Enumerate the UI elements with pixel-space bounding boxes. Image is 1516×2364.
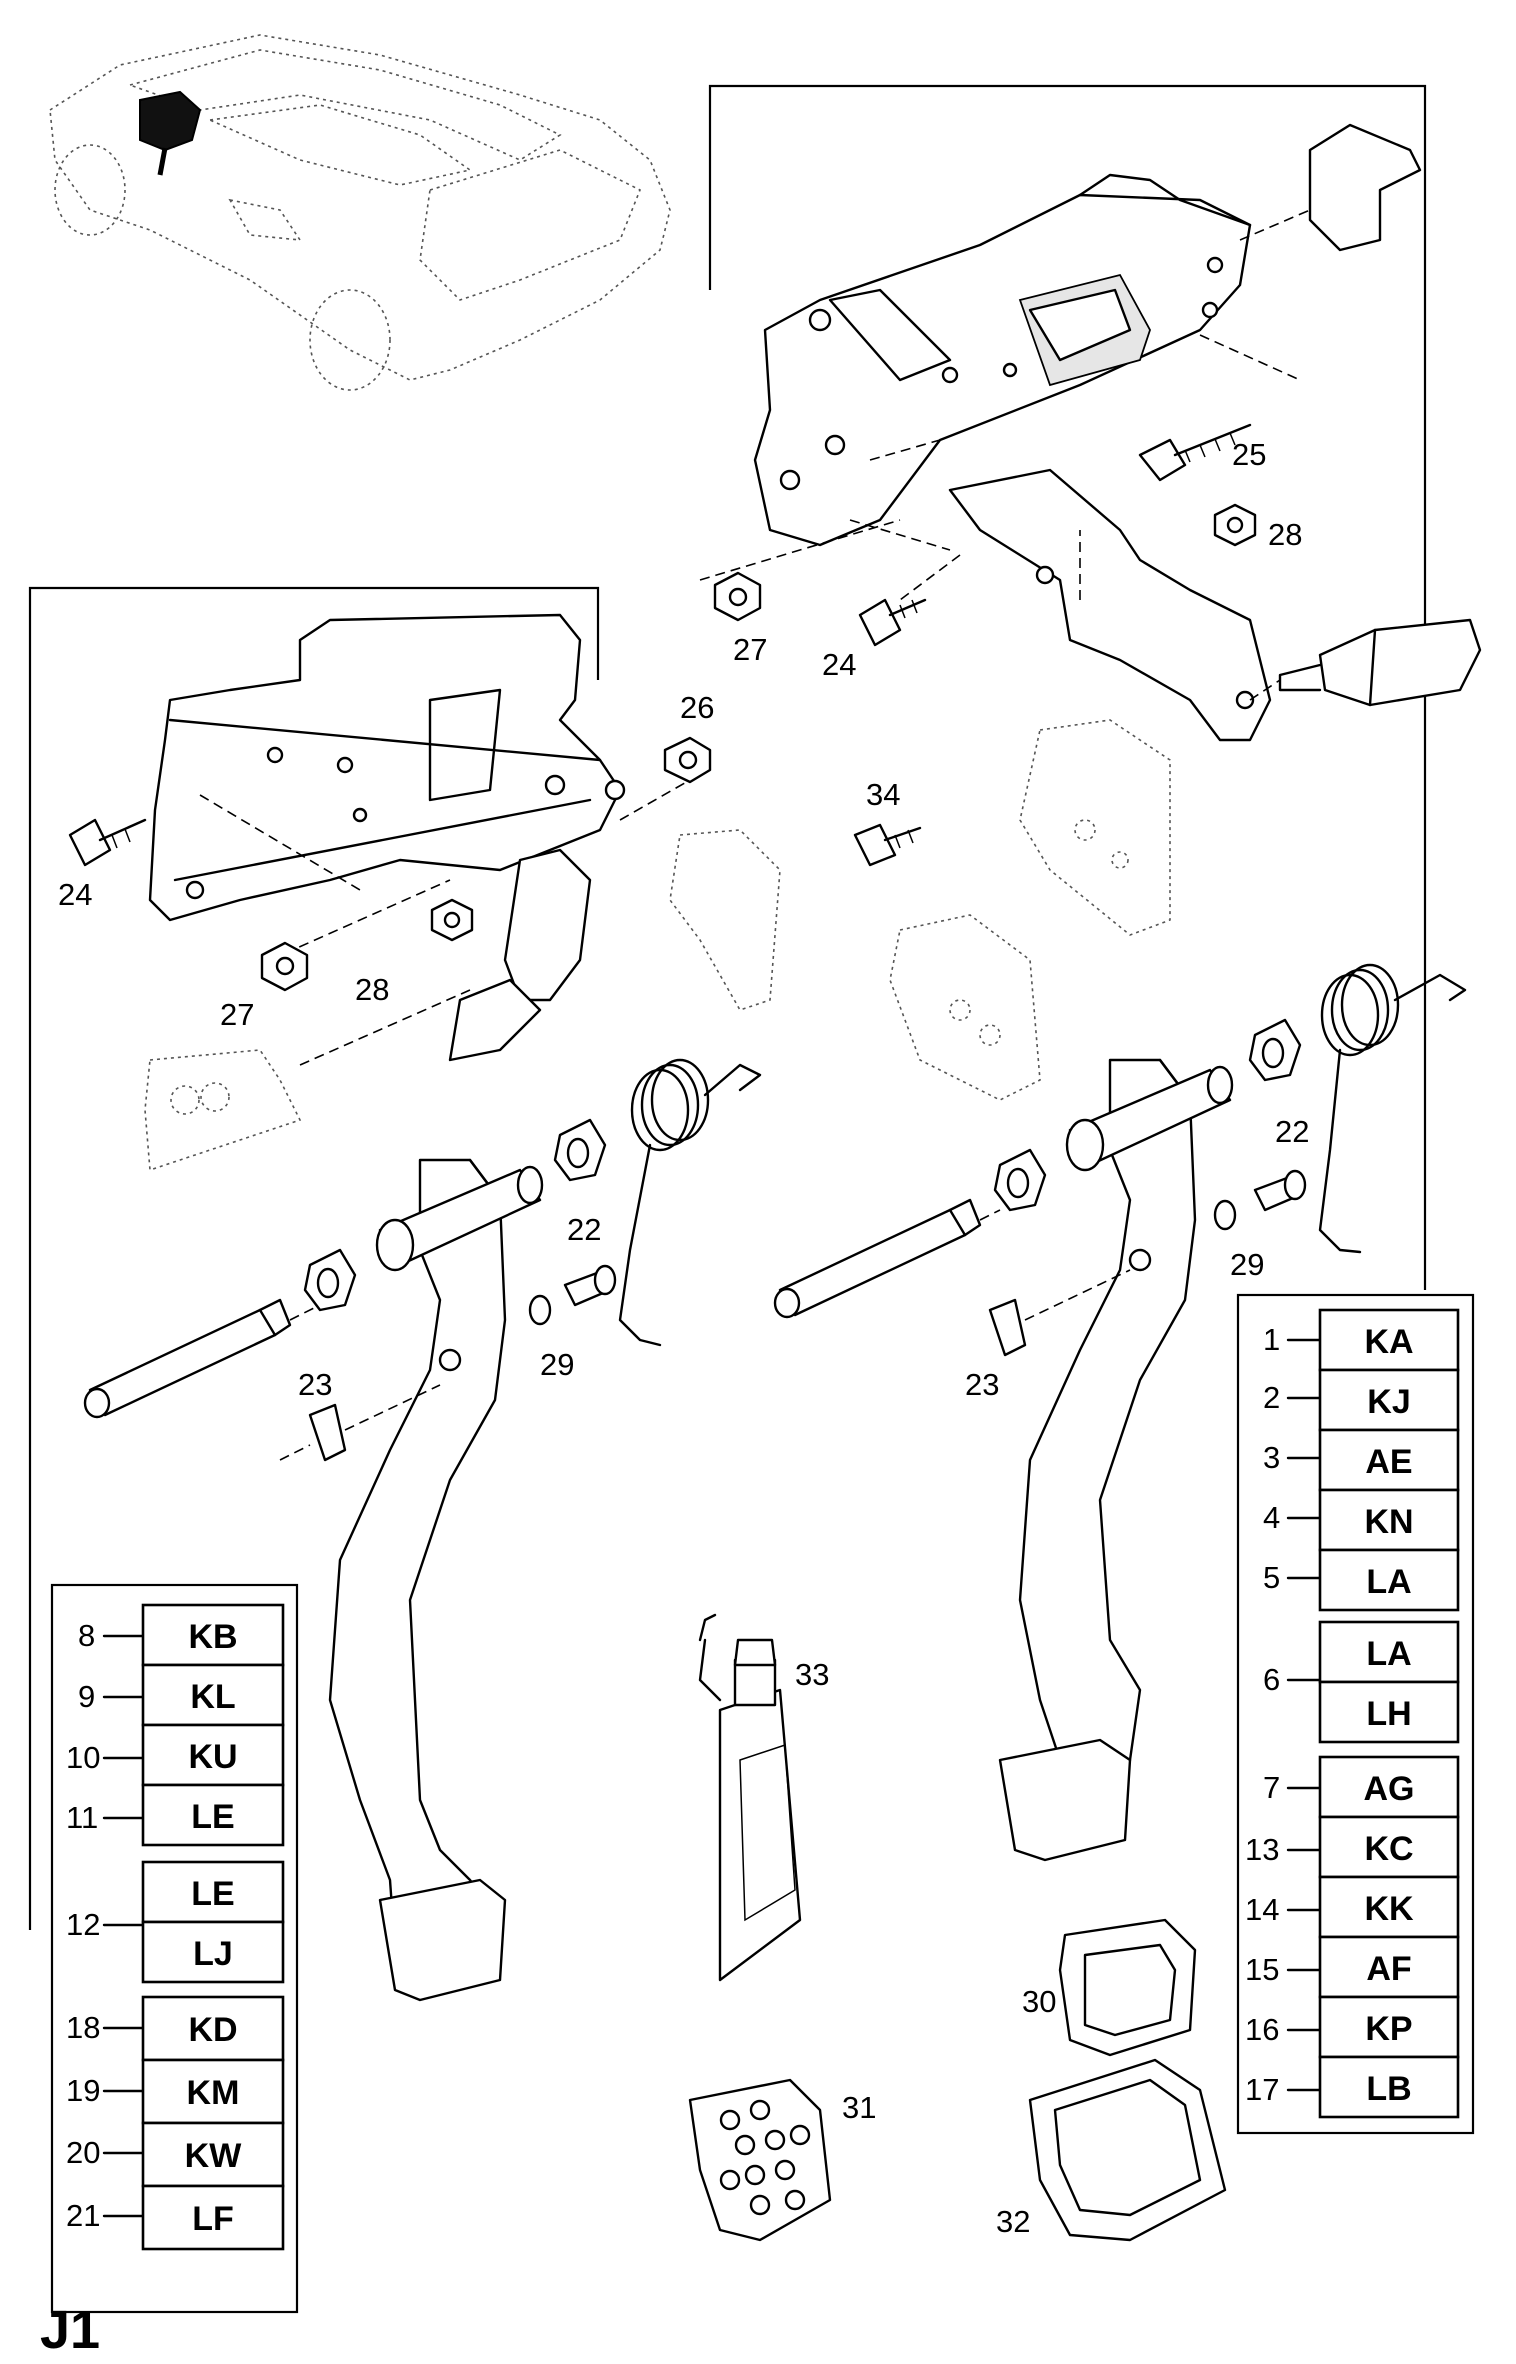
callout-24-left: 24	[58, 877, 92, 912]
right-code-table: 1 KA 2 KJ 3 AE 4 KN 5 LA 6 LA LH 7 AG	[1236, 1293, 1475, 2135]
bushing-left-icon	[303, 1118, 607, 1312]
callout-27-top: 27	[733, 632, 767, 667]
pin-22-right-icon	[1253, 1169, 1307, 1212]
callout-22-left: 22	[567, 1212, 601, 1247]
bolt-34-icon	[853, 823, 922, 867]
callout-34: 34	[866, 777, 900, 812]
pivot-shaft-right-icon	[773, 1198, 1001, 1319]
row-num-21: 21	[66, 2198, 100, 2233]
code-le-12: LE	[191, 1875, 234, 1913]
clutch-pedal-icon	[328, 1158, 544, 2002]
code-kl: KL	[190, 1678, 235, 1716]
code-kb: KB	[188, 1618, 237, 1656]
row-num-9: 9	[78, 1679, 95, 1714]
callout-29-left: 29	[540, 1347, 574, 1382]
code-kk: KK	[1364, 1890, 1414, 1928]
callout-23-left: 23	[298, 1367, 332, 1402]
nut-26-icon	[663, 736, 712, 784]
code-ka: KA	[1364, 1323, 1413, 1361]
callout-23-right: 23	[965, 1367, 999, 1402]
row-num-7: 7	[1263, 1770, 1280, 1805]
code-kp: KP	[1365, 2010, 1412, 2048]
row-num-17: 17	[1245, 2072, 1279, 2107]
callout-32: 32	[996, 2204, 1030, 2239]
page-code: J1	[40, 2300, 100, 2360]
nut-28-left-icon	[430, 898, 474, 942]
row-num-2: 2	[1263, 1380, 1280, 1415]
return-spring-right-icon	[1318, 963, 1467, 1254]
pedal-bracket-right-icon	[699, 123, 1422, 742]
row-num-14: 14	[1245, 1892, 1279, 1927]
code-ae: AE	[1365, 1443, 1412, 1481]
callout-31: 31	[842, 2090, 876, 2125]
bolt-25-icon	[1138, 423, 1252, 482]
code-lb: LB	[1366, 2070, 1411, 2108]
pedal-rubber-31-icon	[688, 2078, 832, 2242]
code-kj: KJ	[1367, 1383, 1410, 1421]
code-lf: LF	[192, 2200, 234, 2238]
callout-28-top: 28	[1268, 517, 1302, 552]
pedal-bracket-left-icon	[148, 613, 691, 1066]
grease-tube-icon	[698, 1613, 802, 1982]
brake-pedal-icon	[998, 1058, 1234, 1862]
stoplight-switch-icon	[1249, 618, 1482, 707]
callout-25: 25	[1232, 437, 1266, 472]
code-kd: KD	[188, 2011, 237, 2049]
row-num-5: 5	[1263, 1560, 1280, 1595]
code-af: AF	[1366, 1950, 1411, 1988]
bolt-24-left-icon	[68, 818, 147, 867]
callout-22-right: 22	[1275, 1114, 1309, 1149]
mounting-detail-sketches	[144, 719, 1171, 1172]
code-la-5: LA	[1366, 1563, 1411, 1601]
row-num-19: 19	[66, 2073, 100, 2108]
clip-23-left-icon	[279, 1384, 441, 1462]
nut-27-icon	[713, 571, 762, 622]
row-num-1: 1	[1263, 1322, 1280, 1357]
nut-27-left-icon	[260, 941, 309, 992]
code-km: KM	[187, 2074, 240, 2112]
code-lj: LJ	[193, 1935, 233, 1973]
callout-33: 33	[795, 1657, 829, 1692]
row-num-4: 4	[1263, 1500, 1280, 1535]
code-lh: LH	[1366, 1695, 1411, 1733]
row-num-11: 11	[66, 1800, 98, 1835]
row-num-15: 15	[1245, 1952, 1279, 1987]
row-num-16: 16	[1245, 2012, 1279, 2047]
left-code-table: 8 KB 9 KL 10 KU 11 LE 12 LE LJ 18 KD 19	[50, 1583, 299, 2314]
car-location-icon	[49, 34, 671, 391]
code-ag: AG	[1364, 1770, 1415, 1808]
code-kn: KN	[1364, 1503, 1413, 1541]
row-num-10: 10	[66, 1740, 100, 1775]
pedal-rubber-30-icon	[1058, 1918, 1197, 2057]
clip-23-right-icon	[988, 1269, 1131, 1357]
return-spring-left-icon	[618, 1058, 762, 1347]
row-num-13: 13	[1245, 1832, 1279, 1867]
row-num-20: 20	[66, 2135, 100, 2170]
callout-24-top: 24	[822, 647, 856, 682]
pivot-shaft-left-icon	[83, 1298, 321, 1419]
bolt-24-icon	[858, 598, 927, 647]
code-kc: KC	[1364, 1830, 1413, 1868]
callout-27-left: 27	[220, 997, 254, 1032]
callout-28-left: 28	[355, 972, 389, 1007]
row-num-3: 3	[1263, 1440, 1280, 1475]
code-ku: KU	[188, 1738, 237, 1776]
callout-29-right: 29	[1230, 1247, 1264, 1282]
row-num-12: 12	[66, 1907, 100, 1942]
callout-26: 26	[680, 690, 714, 725]
washer-29-left-icon	[528, 1294, 552, 1326]
pedal-rubber-32-icon	[1028, 2058, 1227, 2242]
code-kw: KW	[185, 2137, 243, 2175]
pin-22-left-icon	[563, 1264, 617, 1307]
nut-28-icon	[1213, 503, 1257, 547]
callout-30: 30	[1022, 1984, 1056, 2019]
bushing-right-icon	[993, 1018, 1302, 1212]
washer-29-right-icon	[1213, 1199, 1237, 1231]
code-la-6: LA	[1366, 1635, 1411, 1673]
code-le-11: LE	[191, 1798, 234, 1836]
row-num-8: 8	[78, 1618, 95, 1653]
row-num-6: 6	[1263, 1662, 1280, 1697]
row-num-18: 18	[66, 2010, 100, 2045]
